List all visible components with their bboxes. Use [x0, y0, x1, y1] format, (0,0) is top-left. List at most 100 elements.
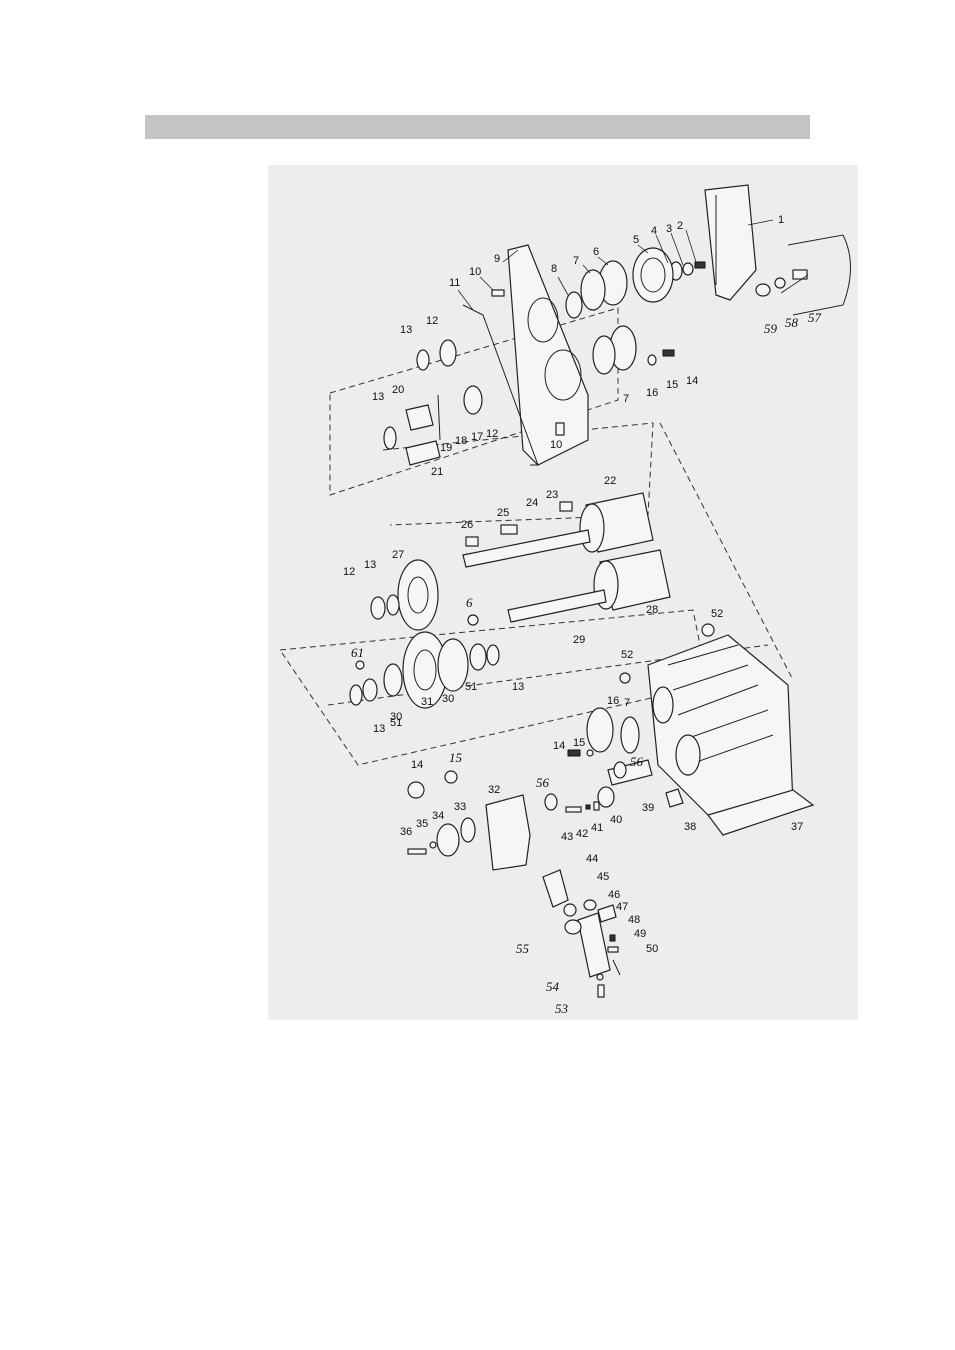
label-10a: 10 — [469, 266, 481, 278]
label-32: 32 — [488, 784, 500, 796]
label-61: 61 — [351, 645, 364, 660]
label-13e: 13 — [373, 723, 385, 735]
label-57: 57 — [808, 310, 822, 325]
label-30a: 30 — [442, 693, 454, 705]
part-38-plate — [666, 789, 683, 807]
part-13-circlip-e — [487, 645, 499, 665]
part-23-key — [560, 502, 572, 511]
label-38: 38 — [684, 821, 696, 833]
part-46-nut — [584, 900, 596, 910]
label-56b: 56 — [630, 754, 644, 769]
label-15b: 15 — [573, 737, 585, 749]
part-50-spring — [613, 960, 620, 975]
label-47: 47 — [616, 901, 628, 913]
part-48-pin — [610, 935, 615, 941]
label-1: 1 — [778, 214, 784, 226]
label-29: 29 — [573, 634, 585, 646]
part-10-pin-a — [492, 290, 504, 296]
leader-3 — [671, 233, 683, 265]
label-20: 20 — [392, 384, 404, 396]
part-10-pin-b — [556, 423, 564, 435]
part-14-bolt — [663, 350, 674, 356]
part-25-key — [501, 525, 517, 534]
label-27: 27 — [392, 549, 404, 561]
label-13c: 13 — [364, 559, 376, 571]
label-40: 40 — [610, 814, 622, 826]
section-header-bar — [145, 115, 810, 139]
label-12a: 12 — [426, 315, 438, 327]
part-15-washer — [648, 355, 656, 365]
leader-6 — [598, 257, 608, 265]
housing-bore-upper — [653, 687, 673, 723]
part-35-washer — [430, 842, 436, 848]
label-5: 5 — [633, 234, 639, 246]
label-9: 9 — [494, 253, 500, 265]
part-27-gear — [398, 560, 438, 630]
part-3-washer — [683, 263, 693, 275]
part-59-washer — [756, 284, 770, 296]
label-25: 25 — [497, 507, 509, 519]
part-22-roller-end — [580, 504, 604, 552]
label-14a: 14 — [686, 375, 698, 387]
shaft-roller-group — [463, 493, 670, 622]
exploded-parts-diagram: 1 2 3 4 5 6 7 8 9 10 11 12 13 57 58 59 1… — [268, 165, 858, 1020]
part-8-seal — [566, 292, 582, 318]
part-14-bolt-b — [568, 750, 580, 756]
label-52b: 52 — [621, 649, 633, 661]
label-6: 6 — [593, 246, 599, 258]
housing-bore-lower — [676, 735, 700, 775]
part-13-circlip-c — [387, 595, 399, 615]
label-13d: 13 — [512, 681, 524, 693]
pulley-group — [566, 248, 705, 318]
label-28: 28 — [646, 604, 658, 616]
label-50: 50 — [646, 943, 658, 955]
label-24: 24 — [526, 497, 538, 509]
part-44-sleeve — [543, 870, 568, 907]
label-31: 31 — [421, 696, 433, 708]
part-52-plug-b — [620, 673, 630, 683]
part-12-bearing-c — [371, 597, 385, 619]
label-12b: 12 — [486, 428, 498, 440]
part-21-coupling — [406, 441, 440, 465]
label-4: 4 — [651, 225, 657, 237]
output-shaft-group — [408, 708, 652, 870]
part-41-spring — [594, 802, 599, 810]
part-6-nut — [468, 615, 478, 625]
label-12c: 12 — [343, 566, 355, 578]
part-32-flange-block — [486, 795, 530, 870]
diagram-canvas: 1 2 3 4 5 6 7 8 9 10 11 12 13 57 58 59 1… — [268, 165, 858, 1020]
label-56a: 56 — [536, 775, 550, 790]
part-30-plate-b — [384, 664, 402, 696]
part-40-gear — [598, 787, 614, 807]
label-55: 55 — [516, 941, 530, 956]
label-15a: 15 — [666, 379, 678, 391]
part-34-cover — [437, 824, 459, 856]
part-5-pulley — [633, 248, 673, 302]
part-13-circlip-a — [417, 350, 429, 370]
part-55-ring — [565, 920, 581, 934]
leader-7 — [583, 265, 590, 273]
label-21: 21 — [431, 466, 443, 478]
part-61-nut — [356, 661, 364, 669]
boundary-lower — [280, 610, 708, 765]
label-26: 26 — [461, 519, 473, 531]
label-14c: 14 — [411, 759, 423, 771]
part-16-bearing-b — [587, 708, 613, 752]
label-41: 41 — [591, 822, 603, 834]
label-54: 54 — [546, 979, 560, 994]
part-52-plug-a — [702, 624, 714, 636]
part-29-shaft — [508, 590, 606, 622]
part-7-circlip — [581, 270, 605, 310]
part-2-bolt — [695, 262, 705, 268]
part-13-circlip-b — [384, 427, 396, 449]
part-49-screw — [608, 947, 618, 952]
leader-8 — [558, 277, 568, 295]
label-17: 17 — [471, 431, 483, 443]
left-bearing-group — [384, 340, 482, 465]
label-45: 45 — [597, 871, 609, 883]
label-53: 53 — [555, 1001, 569, 1016]
label-33: 33 — [454, 801, 466, 813]
part-15-washer-b — [587, 750, 593, 756]
leader-2 — [686, 230, 696, 262]
part-51-bearing-b — [470, 644, 486, 670]
